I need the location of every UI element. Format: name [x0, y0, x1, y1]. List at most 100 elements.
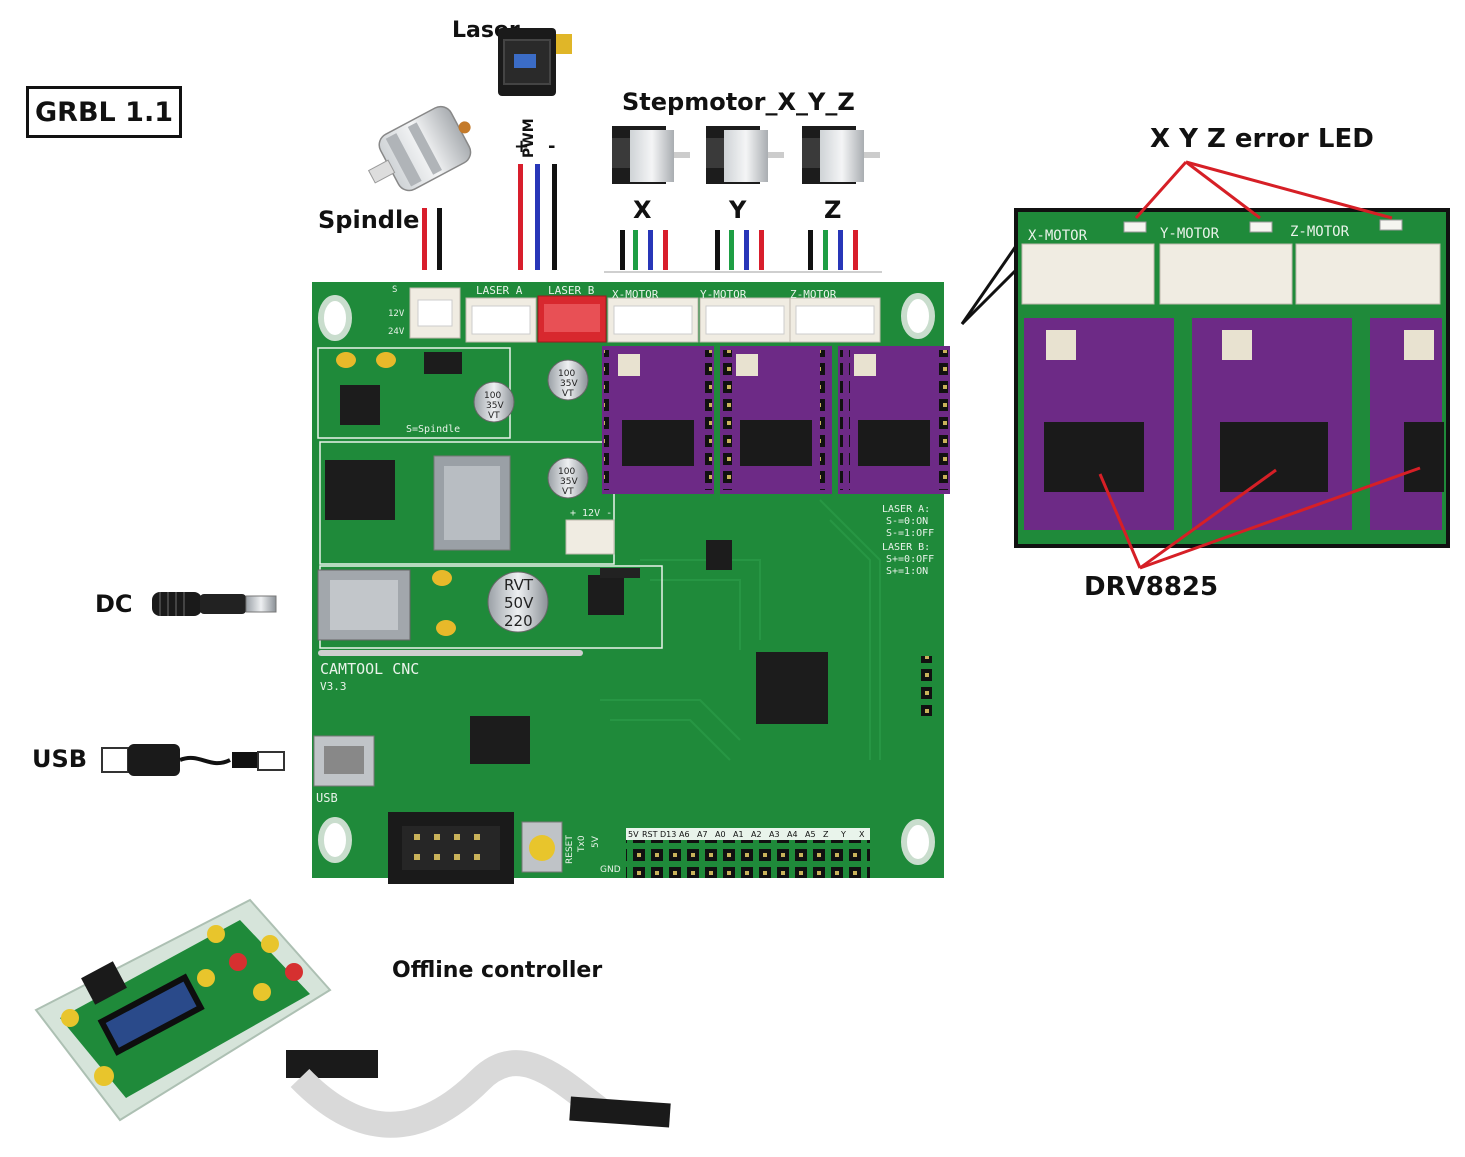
pin-label-9: A4 [787, 830, 798, 839]
silk-spindle-note: S=Spindle [406, 424, 460, 435]
silk-usb: USB [316, 791, 338, 805]
reset-button [521, 821, 563, 873]
stepper-wires-y [715, 230, 764, 270]
laser-wire-plus: + [514, 136, 530, 157]
silk-laser-a: LASER A [476, 284, 523, 297]
firmware-label: GRBL 1.1 [35, 96, 173, 128]
driver-y [720, 346, 832, 494]
board-brand: CAMTOOL CNC [320, 660, 419, 678]
y-motor-connector [699, 297, 791, 343]
spindle-connector [409, 287, 461, 339]
stepper-motor-x-icon [612, 126, 690, 184]
cap-c18-series: VT [562, 487, 574, 497]
pin-label-7: A2 [751, 830, 762, 839]
usb-connector [313, 735, 375, 787]
pin-label-4: A7 [697, 830, 708, 839]
side-header [918, 656, 932, 716]
driver-label: DRV8825 [1084, 572, 1219, 602]
spindle-motor-icon [367, 105, 472, 192]
firmware-badge: GRBL 1.1 [26, 86, 182, 138]
capacitor-c10 [487, 571, 549, 633]
zoom-callout-lines [960, 245, 1018, 326]
x-motor-connector [607, 297, 699, 343]
zoom-panel [1014, 208, 1450, 548]
pin-label-3: A6 [679, 830, 690, 839]
pin-label-5: A0 [715, 830, 726, 839]
laser-note-0: LASER A: [882, 504, 930, 515]
laser-module-icon [498, 28, 572, 96]
motor-axis-y: Y [729, 196, 747, 224]
pin-label-1: RST [642, 830, 658, 839]
error-led-label: X Y Z error LED [1150, 124, 1374, 154]
zoom-y-motor-label: Y-MOTOR [1160, 226, 1220, 242]
stepper-motor-z-icon [802, 126, 880, 184]
capacitor-c18 [547, 457, 589, 499]
laser-b-connector [537, 295, 607, 343]
cap-c10-value: 220 [504, 612, 533, 630]
laser-note-1: S-=0:ON [886, 516, 928, 527]
cap-c23-series: VT [562, 389, 574, 399]
silk-12v: 12V [388, 309, 405, 319]
silk-z-motor: Z-MOTOR [790, 288, 837, 301]
zoom-z-motor-label: Z-MOTOR [1290, 224, 1350, 240]
pin-label-2: D13 [660, 830, 676, 839]
power-components [325, 352, 828, 764]
board-version: V3.3 [320, 680, 347, 693]
laser-note-4: S+=0:OFF [886, 554, 934, 565]
cap-c25-voltage: 35V [486, 401, 504, 411]
laser-wires [518, 164, 557, 270]
silk-laser-b: LASER B [548, 284, 595, 297]
side-label-gnd: GND [600, 865, 621, 875]
capacitor-c23 [547, 359, 589, 401]
stepper-motor-y-icon [706, 126, 784, 184]
tantalum-caps [336, 352, 456, 636]
pin-label-0: 5V [628, 830, 639, 839]
driver-callouts [1098, 466, 1421, 570]
driver-x [602, 346, 714, 494]
pin-label-10: A5 [805, 830, 816, 839]
motor-axis-x: X [633, 196, 652, 224]
usb-cable-icon [101, 744, 285, 776]
silk-x-motor: X-MOTOR [612, 288, 659, 301]
cap-c23-voltage: 35V [560, 379, 578, 389]
stepmotor-title: Stepmotor_X_Y_Z [622, 88, 855, 116]
cap-c23-value: 100 [558, 369, 575, 379]
cap-c25-series: VT [488, 411, 500, 421]
stepper-wires-z [808, 230, 858, 270]
cap-c18-voltage: 35V [560, 477, 578, 487]
silk-24v: 24V [388, 327, 405, 337]
z-motor-connector [789, 297, 881, 343]
offline-controller-icon [34, 898, 671, 1138]
spindle-label: Spindle [318, 206, 420, 234]
pin-label-12: Y [840, 830, 846, 839]
side-label-tx0: Tx0 [577, 835, 587, 853]
pin-label-8: A3 [769, 830, 780, 839]
silk-power-header: + 12V - [570, 508, 612, 519]
silk-y-motor: Y-MOTOR [700, 288, 747, 301]
laser-wire-minus: - [548, 136, 556, 157]
error-led-callouts [1134, 160, 1393, 220]
side-label-reset: RESET [565, 835, 575, 864]
cap-c18-value: 100 [558, 467, 575, 477]
laser-a-connector [465, 297, 537, 343]
dc-label: DC [95, 590, 133, 618]
capacitor-c25 [473, 381, 515, 423]
cap-c25-value: 100 [484, 391, 501, 401]
inductor [433, 455, 511, 551]
side-label-5v: 5V [591, 835, 601, 848]
bottom-pin-header [626, 828, 870, 878]
usb-label: USB [32, 745, 88, 773]
pin-label-6: A1 [733, 830, 744, 839]
spindle-wires [422, 208, 442, 270]
laser-note-5: S+=1:ON [886, 566, 928, 577]
motor-axis-z: Z [824, 196, 842, 224]
silk-spindle-conn: S [392, 285, 397, 295]
driver-z [838, 346, 950, 494]
stepper-wires-x [620, 230, 668, 270]
laser-note-3: LASER B: [882, 542, 930, 553]
offline-controller-label: Offline controller [392, 958, 603, 983]
dc-jack [317, 569, 411, 641]
zoom-x-motor-label: X-MOTOR [1028, 228, 1088, 244]
dc-plug-icon [152, 592, 277, 616]
